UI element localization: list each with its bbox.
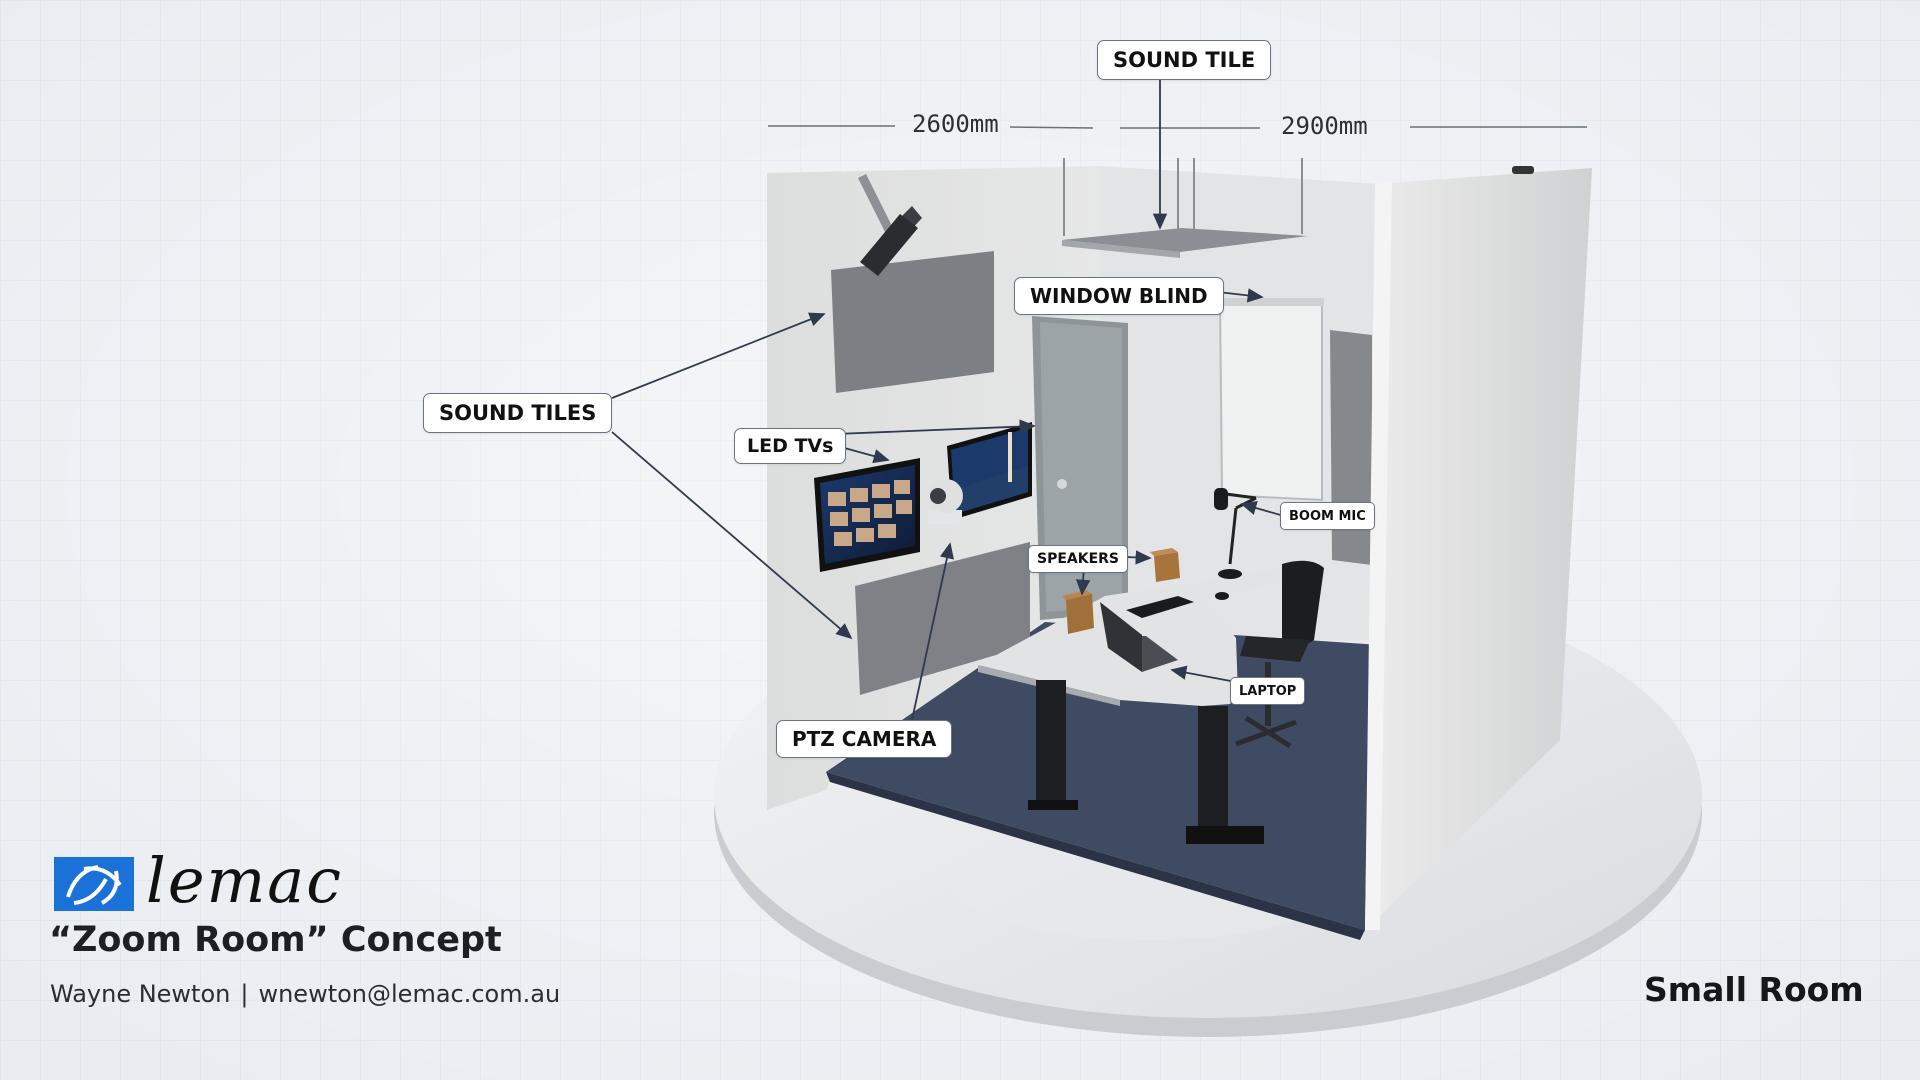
led-tv-right xyxy=(947,422,1032,520)
callout-laptop: LAPTOP xyxy=(1230,677,1306,705)
keyboard xyxy=(1126,596,1194,618)
corner-camera-icon xyxy=(1512,166,1534,174)
concept-title: “Zoom Room” Concept xyxy=(49,920,502,960)
boom-mic xyxy=(1214,488,1257,579)
ceiling-camera-mount xyxy=(857,173,922,276)
right-wall xyxy=(1365,168,1592,930)
annotation-arrows xyxy=(611,78,1285,721)
lemac-wordmark: lemac xyxy=(146,844,343,917)
room-size-label: Small Room xyxy=(1644,970,1864,1009)
sound-tile-upper xyxy=(831,251,994,393)
dimension-lines xyxy=(768,125,1587,129)
led-tv-left xyxy=(814,458,920,572)
sound-tile-lower xyxy=(855,542,1030,695)
author-email[interactable]: wnewton@lemac.com.au xyxy=(258,980,561,1008)
office-chair xyxy=(1235,560,1324,749)
lemac-logo-icon xyxy=(54,857,134,911)
callout-led-tvs: LED TVs xyxy=(734,428,847,464)
callout-window-blind: WINDOW BLIND xyxy=(1014,277,1224,315)
callout-sound-tiles: SOUND TILES xyxy=(423,393,613,433)
author-name: Wayne Newton xyxy=(50,980,231,1008)
author-separator: | xyxy=(240,980,249,1008)
callout-boom-mic: BOOM MIC xyxy=(1280,502,1375,530)
mouse xyxy=(1215,592,1229,600)
laptop xyxy=(1100,602,1178,672)
callout-speakers: SPEAKERS xyxy=(1028,545,1129,573)
dimension-right-wall: 2900mm xyxy=(1281,112,1368,140)
window-blind xyxy=(1218,298,1323,502)
callout-ptz-camera: PTZ CAMERA xyxy=(776,720,953,758)
ptz-camera xyxy=(928,479,963,524)
speaker-right xyxy=(1150,548,1180,582)
callout-sound-tile: SOUND TILE xyxy=(1097,40,1272,80)
author-line: Wayne Newton | wnewton@lemac.com.au xyxy=(50,980,560,1008)
ceiling-sound-tile xyxy=(1062,158,1308,258)
dimension-left-wall: 2600mm xyxy=(912,110,999,138)
